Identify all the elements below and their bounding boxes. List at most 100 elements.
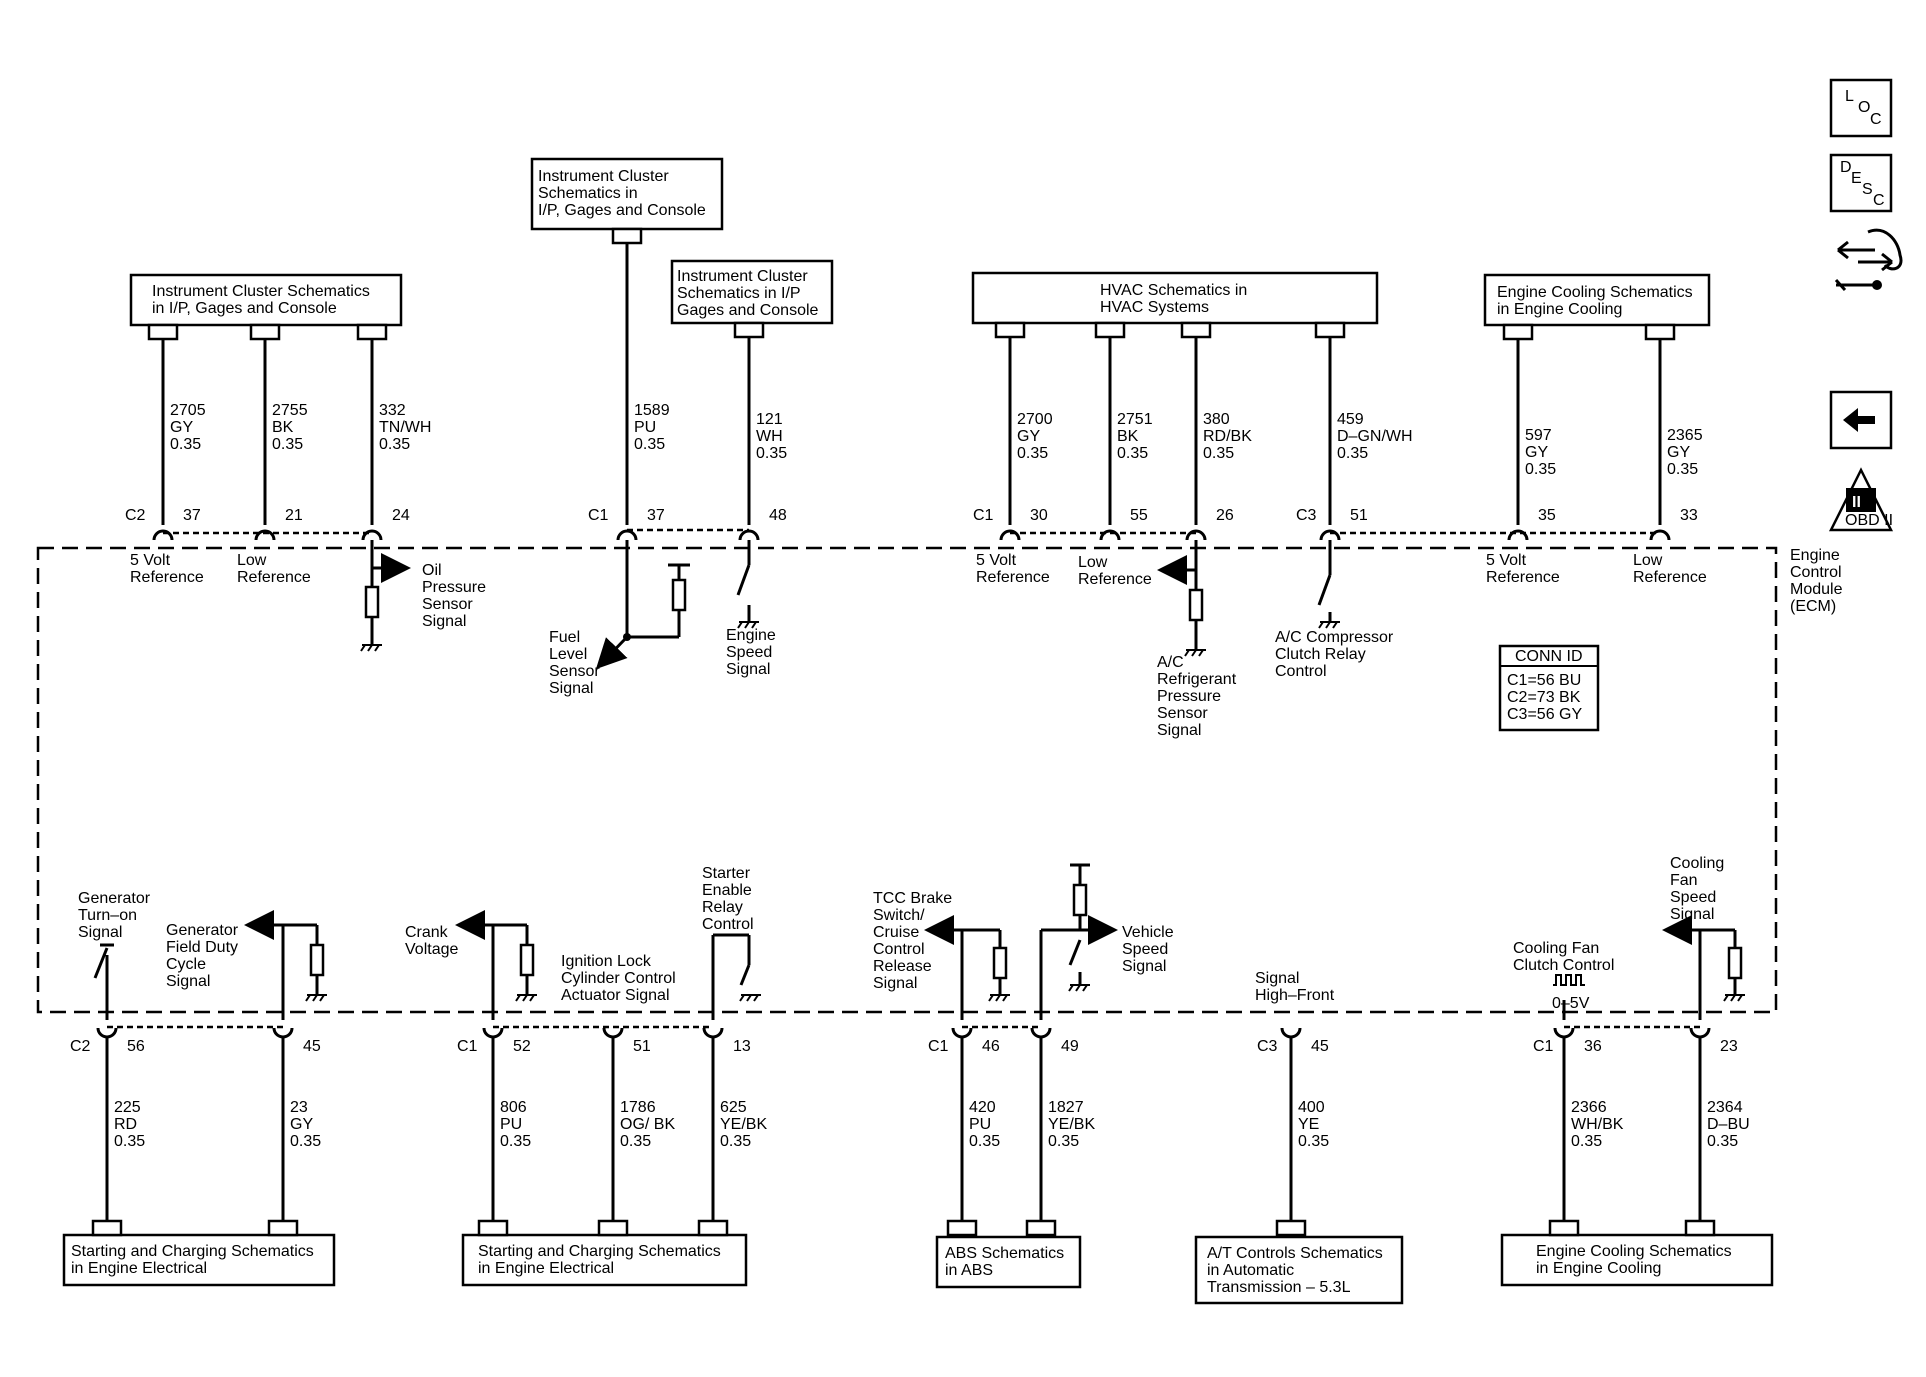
module-label: Engine Control Module (ECM) (1790, 547, 1843, 615)
wire-color: PU (500, 1116, 522, 1133)
circuit-function-label: Level (549, 646, 587, 663)
connector-terminal (96, 1027, 118, 1039)
circuit-function-label: Signal (1157, 722, 1201, 739)
bottom-box-engine-cooling[interactable]: Engine Cooling Schematics in Engine Cool… (1500, 1233, 1774, 1287)
circuit-function-label: Release (873, 958, 932, 975)
wire-color: D–GN/WH (1337, 428, 1413, 445)
circuit-number: 121 (756, 411, 783, 428)
circuit-function-label: Fuel (549, 629, 580, 646)
circuit-function-label: A/C Compressor (1275, 629, 1394, 646)
top-box-hvac[interactable]: HVAC Schematics in HVAC Systems (971, 271, 1379, 325)
svg-text:Starting and Charging Schemati: Starting and Charging Schematics (478, 1243, 721, 1260)
connector-tool-icon[interactable] (1834, 228, 1903, 292)
wire-gauge: 0.35 (1525, 461, 1556, 478)
svg-text:II: II (1852, 494, 1861, 511)
svg-text:Engine: Engine (1790, 547, 1840, 564)
circuit-function-label: Relay (702, 899, 743, 916)
connector-terminal (616, 529, 638, 541)
circuit-function-label: Control (1275, 663, 1327, 680)
top-box-engine-cooling[interactable]: Engine Cooling Schematics in Engine Cool… (1483, 273, 1711, 327)
pin-number: 36 (1584, 1038, 1602, 1055)
svg-text:C2: C2 (125, 507, 146, 524)
desc-button[interactable]: D E S C (1829, 153, 1893, 213)
svg-text:Gages and Console: Gages and Console (677, 302, 819, 319)
circuit-number: 2751 (1117, 411, 1153, 428)
ecm-boundary (36, 546, 1778, 1014)
connector-terminal (1649, 529, 1671, 541)
pin-stub (1684, 1219, 1716, 1237)
svg-text:CONN ID: CONN ID (1515, 648, 1583, 665)
wire-gauge: 0.35 (1017, 445, 1048, 462)
ecm-internal-bottom (93, 863, 1745, 1020)
pin-number: 30 (1030, 507, 1048, 524)
wire-color: OG/ BK (620, 1116, 675, 1133)
pin-number: 35 (1538, 507, 1556, 524)
wire-gauge: 0.35 (272, 436, 303, 453)
circuit-number: 1786 (620, 1099, 656, 1116)
pin-number: 33 (1680, 507, 1698, 524)
pin-stub (1180, 321, 1212, 339)
svg-text:in Engine Electrical: in Engine Electrical (71, 1260, 207, 1277)
circuit-number: 1589 (634, 402, 670, 419)
svg-text:C1: C1 (973, 507, 994, 524)
circuit-number: 459 (1337, 411, 1364, 428)
top-box-instrument-cluster-2[interactable]: Instrument Cluster Schematics in I/P, Ga… (530, 157, 724, 231)
wire-gauge: 0.35 (720, 1133, 751, 1150)
circuit-function-label: Pressure (422, 579, 486, 596)
circuit-function-label: Cruise (873, 924, 919, 941)
bottom-box-abs[interactable]: ABS Schematics in ABS (935, 1235, 1082, 1289)
circuit-number: 2755 (272, 402, 308, 419)
circuit-function-label: Pressure (1157, 688, 1221, 705)
bottom-box-starting-charging-1[interactable]: Starting and Charging Schematics in Engi… (62, 1233, 336, 1287)
circuit-number: 2700 (1017, 411, 1053, 428)
wire-color: GY (1525, 444, 1548, 461)
svg-text:HVAC Systems: HVAC Systems (1100, 299, 1209, 316)
circuit-function-label: Vehicle (1122, 924, 1174, 941)
svg-text:Instrument Cluster Schematics: Instrument Cluster Schematics (152, 283, 370, 300)
wire-gauge: 0.35 (500, 1133, 531, 1150)
circuit-function-label: Signal (873, 975, 917, 992)
svg-text:C: C (1873, 192, 1885, 209)
wire-color: GY (1667, 444, 1690, 461)
wire-gauge: 0.35 (1117, 445, 1148, 462)
obd-ii-badge: II OBD II (1828, 467, 1894, 532)
svg-text:Instrument Cluster: Instrument Cluster (677, 268, 808, 285)
wire-color: D–BU (1707, 1116, 1750, 1133)
svg-text:Schematics in I/P: Schematics in I/P (677, 285, 801, 302)
circuit-number: 2365 (1667, 427, 1703, 444)
bottom-box-starting-charging-2[interactable]: Starting and Charging Schematics in Engi… (461, 1233, 748, 1287)
circuit-function-label: Signal (78, 924, 122, 941)
svg-text:Starting and Charging Schemati: Starting and Charging Schematics (71, 1243, 314, 1260)
top-box-instrument-cluster-1[interactable]: Instrument Cluster Schematics in I/P, Ga… (129, 273, 403, 327)
back-arrow-button[interactable] (1829, 390, 1893, 450)
wire-gauge: 0.35 (969, 1133, 1000, 1150)
pin-stub (147, 323, 179, 341)
svg-text:Schematics in: Schematics in (538, 185, 638, 202)
loc-button[interactable]: L O C (1829, 78, 1893, 138)
circuit-number: 806 (500, 1099, 527, 1116)
circuit-function-label: Generator (78, 890, 151, 907)
connector-terminal (702, 1027, 724, 1039)
pin-stub (611, 227, 643, 245)
circuit-function-label: Starter (702, 865, 751, 882)
circuit-function-label: Cylinder Control (561, 970, 676, 987)
wire-color: RD (114, 1116, 137, 1133)
svg-text:in Engine Cooling: in Engine Cooling (1497, 301, 1622, 318)
connector-terminal (152, 529, 174, 541)
circuit-function-label: Sensor (1157, 705, 1208, 722)
pin-number: 21 (285, 507, 303, 524)
bottom-box-at-controls[interactable]: A/T Controls Schematics in Automatic Tra… (1194, 1235, 1404, 1305)
circuit-function-label: Generator (166, 922, 239, 939)
wire-color: PU (969, 1116, 991, 1133)
top-box-instrument-cluster-3[interactable]: Instrument Cluster Schematics in I/P Gag… (670, 259, 834, 325)
wire-color: GY (1017, 428, 1040, 445)
circuit-function-label: Cooling Fan (1513, 940, 1599, 957)
svg-text:HVAC Schematics in: HVAC Schematics in (1100, 282, 1247, 299)
wire-gauge: 0.35 (1337, 445, 1368, 462)
conn-id-box: CONN ID C1=56 BU C2=73 BK C3=56 GY (1498, 644, 1600, 732)
wire-gauge: 0.35 (1203, 445, 1234, 462)
